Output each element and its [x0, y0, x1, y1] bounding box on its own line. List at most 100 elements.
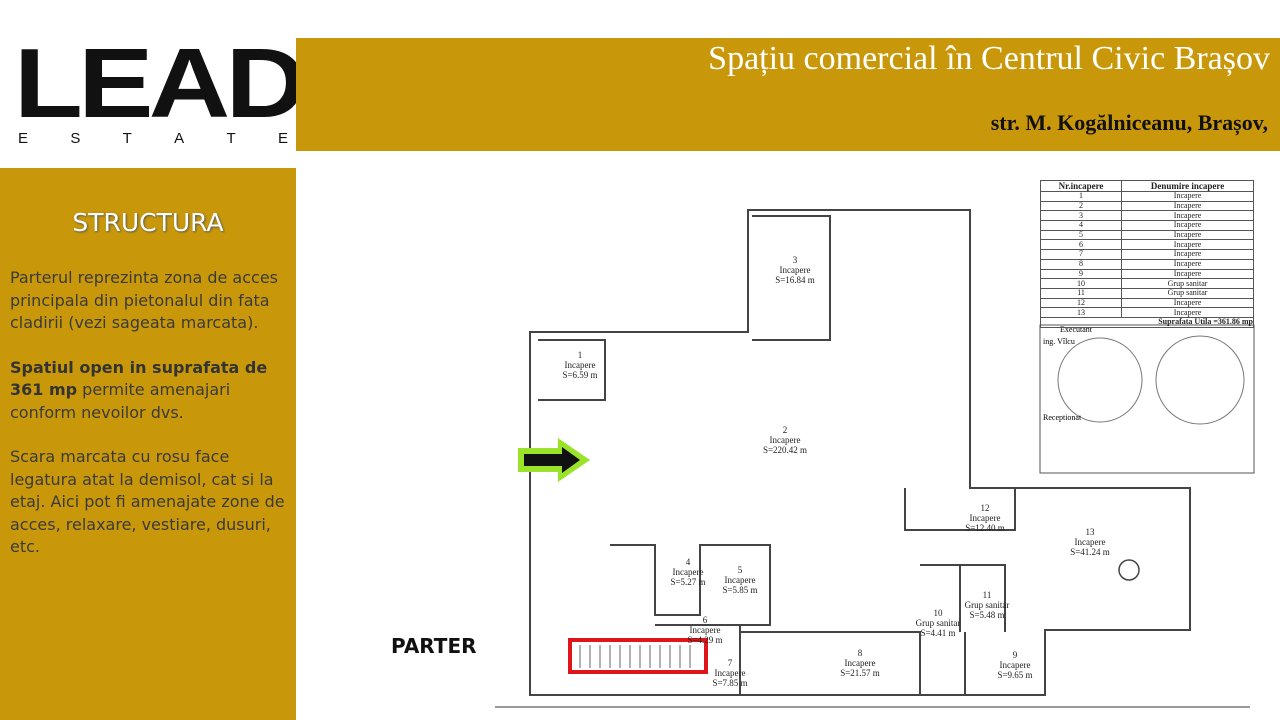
room-area: S=5.85 m: [722, 585, 758, 595]
table-cell: Incapere: [1121, 220, 1254, 231]
room-area: S=4.41 m: [920, 628, 956, 638]
col-header: Denumire incapere: [1121, 180, 1254, 192]
room-name: Incapere: [779, 265, 811, 275]
outer-wall: [529, 209, 1191, 696]
table-cell: Incapere: [1121, 239, 1254, 251]
room-area: S=9.65 m: [997, 670, 1033, 680]
room-n: 5: [737, 565, 743, 575]
room-name: Incapere: [689, 625, 721, 635]
table-cell: Incapere: [1121, 268, 1254, 280]
room-n: 12: [980, 503, 990, 513]
table-cell: Incapere: [1121, 249, 1254, 260]
table-cell: 10: [1039, 278, 1123, 289]
paragraph-2-bold: Spatiul open in suprafata de 361 mp: [10, 357, 268, 400]
table-cell: Incapere: [1121, 200, 1254, 212]
sidebar: STRUCTURA Parterul reprezinta zona de ac…: [0, 168, 296, 720]
room-n: 6: [702, 615, 708, 625]
room-area: S=21.57 m: [840, 668, 880, 678]
table-cell: Incapere: [1121, 307, 1254, 318]
logo-letter: A: [174, 130, 185, 147]
table-cell: Incapere: [1121, 229, 1254, 241]
stair-highlight: [568, 638, 708, 674]
table-cell: Incapere: [1121, 297, 1254, 309]
room-name: Incapere: [724, 575, 756, 585]
table-cell: Grup sanitar: [1121, 287, 1254, 299]
room-n: 9: [1012, 650, 1018, 660]
table-cell: 7: [1039, 249, 1123, 260]
paragraph-3: Scara marcata cu rosu face legatura atat…: [10, 447, 285, 556]
room-name: Grup sanitar: [915, 618, 961, 628]
room-area: S=16.84 m: [775, 275, 815, 285]
logo-letter: T: [226, 130, 236, 147]
room-n: 1: [577, 350, 583, 360]
logo-letter: E: [277, 130, 288, 147]
room-name: Incapere: [769, 435, 801, 445]
room-area: S=220.42 m: [762, 445, 808, 455]
paragraph-1: Parterul reprezinta zona de acces princi…: [10, 268, 279, 332]
room-area: S=5.27 m: [670, 577, 706, 587]
table-cell: Incapere: [1121, 191, 1254, 202]
table-cell: 8: [1039, 258, 1123, 270]
room-n: 13: [1085, 527, 1095, 537]
room-n: 11: [982, 590, 992, 600]
table-cell: 12: [1039, 297, 1123, 309]
room-name: Grup sanitar: [964, 600, 1010, 610]
logo-letter: S: [70, 130, 81, 147]
table-cell: 4: [1039, 220, 1123, 231]
room-name: Incapere: [844, 658, 876, 668]
room-n: 2: [782, 425, 788, 435]
floor-label: PARTER: [391, 634, 477, 658]
table-cell: Grup sanitar: [1121, 278, 1254, 289]
room-n: 7: [727, 658, 733, 668]
executant-label: Executant: [1060, 325, 1093, 334]
address: str. M. Kogălniceanu, Brașov,: [990, 110, 1268, 135]
room-n: 10: [933, 608, 943, 618]
col-header: Nr.incapere: [1039, 180, 1123, 192]
page-title: Spațiu comercial în Centrul Civic Brașov: [708, 40, 1270, 77]
total-area: Suprafata Utila =361.86 mp: [1040, 316, 1254, 328]
room-area: S=6.59 m: [562, 370, 598, 380]
room-n: 8: [857, 648, 863, 658]
logo-letter: T: [122, 130, 132, 147]
room-n: 3: [792, 255, 798, 265]
table-cell: Incapere: [1121, 210, 1254, 222]
room-name: Incapere: [672, 567, 704, 577]
table-cell: 5: [1039, 229, 1123, 241]
room-n: 4: [685, 557, 691, 567]
room-name: Incapere: [564, 360, 596, 370]
room-area: S=7.85 m: [712, 678, 748, 688]
engineer-label: ing. Vîlcu: [1043, 337, 1075, 346]
room-name: Incapere: [1074, 537, 1106, 547]
logo-letter: E: [18, 130, 29, 147]
table-cell: 13: [1039, 307, 1123, 318]
table-cell: 6: [1039, 239, 1123, 251]
